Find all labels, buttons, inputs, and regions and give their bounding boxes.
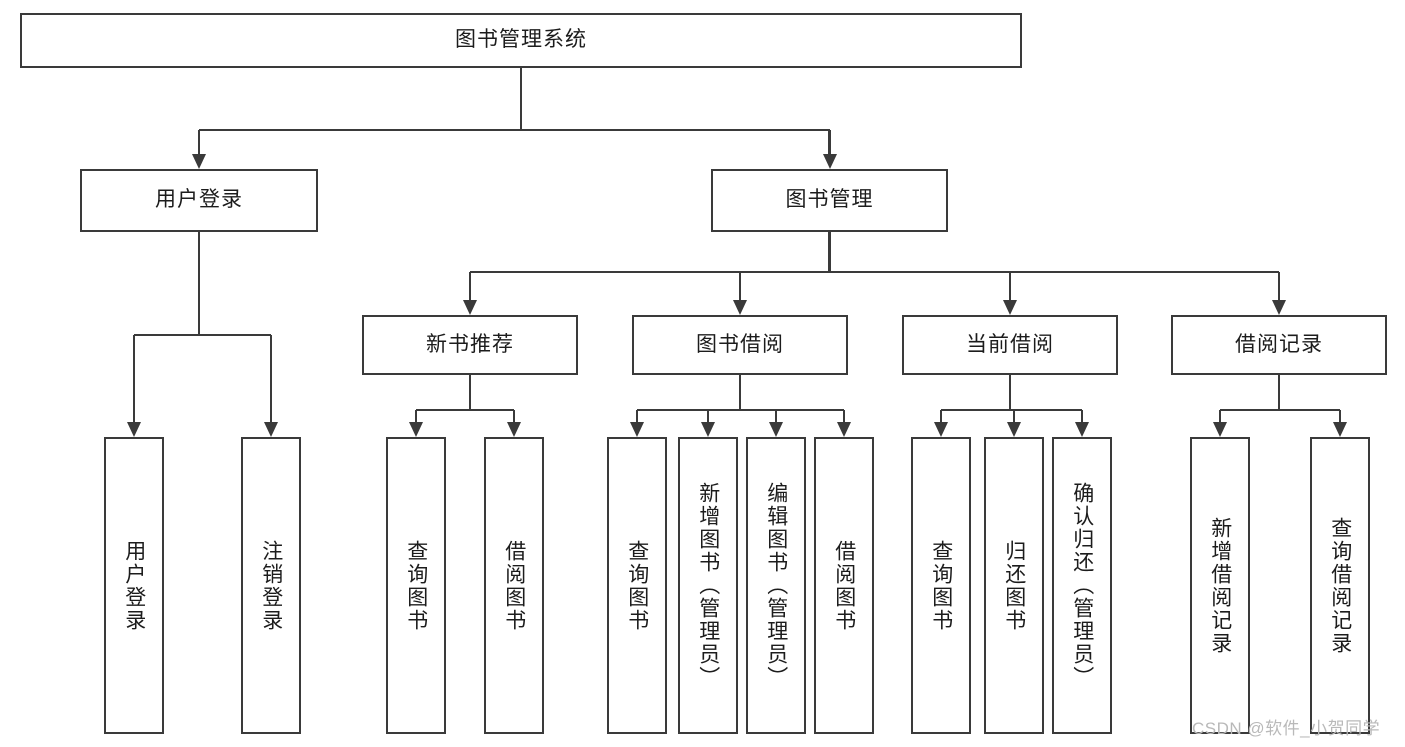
connector-drop-leaf-user-logout xyxy=(269,335,273,422)
connector-drop-new-book-rec xyxy=(468,272,472,300)
node-borrow-record[interactable]: 借阅记录 xyxy=(1171,315,1387,375)
node-leaf-borrow-query-book[interactable]: 查询图书 xyxy=(607,437,667,734)
connector-bus-new-book-rec xyxy=(416,408,514,412)
node-label-current-borrow: 当前借阅 xyxy=(966,332,1054,356)
connector-drop-leaf-borrow-query-book xyxy=(635,410,639,422)
node-label-leaf-cur-query-book: 查询图书 xyxy=(929,539,953,632)
connector-stem-root xyxy=(519,68,523,130)
node-leaf-rec-query-record[interactable]: 查询借阅记录 xyxy=(1310,437,1370,734)
arrow-head-icon-leaf-borrow-add-book xyxy=(701,422,715,437)
arrow-head-icon-leaf-borrow-query-book xyxy=(630,422,644,437)
connector-drop-leaf-rec-add-record xyxy=(1218,410,1222,422)
arrow-head-icon-current-borrow xyxy=(1003,300,1017,315)
connector-bus-book-borrow xyxy=(637,408,844,412)
node-book-borrow[interactable]: 图书借阅 xyxy=(632,315,848,375)
node-label-new-book-rec: 新书推荐 xyxy=(426,332,514,356)
connector-bus-book-manage xyxy=(470,270,1279,274)
node-label-leaf-cur-return-book: 归还图书 xyxy=(1002,539,1026,632)
arrow-head-icon-leaf-cur-return-book xyxy=(1007,422,1021,437)
node-label-leaf-rec-query-book: 查询图书 xyxy=(404,539,428,632)
arrow-head-icon-new-book-rec xyxy=(463,300,477,315)
connector-drop-leaf-rec-query-record xyxy=(1338,410,1342,422)
node-root[interactable]: 图书管理系统 xyxy=(20,13,1022,68)
node-label-leaf-borrow-add-book: 新增图书（管理员） xyxy=(696,482,720,689)
connector-drop-book-manage xyxy=(828,130,831,154)
connector-drop-leaf-cur-confirm-return xyxy=(1080,410,1084,422)
node-leaf-user-logout[interactable]: 注销登录 xyxy=(241,437,301,734)
connector-drop-leaf-borrow-borrow-book xyxy=(842,410,846,422)
arrow-head-icon-leaf-cur-confirm-return xyxy=(1075,422,1089,437)
arrow-head-icon-leaf-borrow-borrow-book xyxy=(837,422,851,437)
node-label-leaf-rec-borrow-book: 借阅图书 xyxy=(502,539,526,632)
connector-drop-current-borrow xyxy=(1008,272,1012,300)
arrow-head-icon-leaf-rec-borrow-book xyxy=(507,422,521,437)
connector-drop-book-borrow xyxy=(738,272,742,300)
node-label-leaf-user-login: 用户登录 xyxy=(122,539,146,632)
node-label-leaf-user-logout: 注销登录 xyxy=(259,539,283,632)
arrow-head-icon-leaf-user-login xyxy=(127,422,141,437)
node-label-leaf-rec-add-record: 新增借阅记录 xyxy=(1208,516,1232,655)
connector-stem-borrow-record xyxy=(1277,375,1281,410)
node-label-leaf-cur-confirm-return: 确认归还（管理员） xyxy=(1070,482,1094,689)
arrow-head-icon-book-manage xyxy=(822,154,837,169)
node-label-user-login: 用户登录 xyxy=(155,188,243,212)
node-leaf-rec-borrow-book[interactable]: 借阅图书 xyxy=(484,437,544,734)
connector-stem-user-login xyxy=(197,232,201,335)
arrow-head-icon-leaf-user-logout xyxy=(264,422,278,437)
arrow-head-icon-leaf-rec-query-book xyxy=(409,422,423,437)
arrow-head-icon-book-borrow xyxy=(733,300,747,315)
node-current-borrow[interactable]: 当前借阅 xyxy=(902,315,1118,375)
node-label-leaf-borrow-borrow-book: 借阅图书 xyxy=(832,539,856,632)
connector-bus-current-borrow xyxy=(941,408,1082,412)
connector-drop-leaf-rec-borrow-book xyxy=(512,410,516,422)
connector-drop-user-login xyxy=(197,130,201,154)
arrow-head-icon-leaf-rec-add-record xyxy=(1213,422,1227,437)
arrow-head-icon-leaf-cur-query-book xyxy=(934,422,948,437)
connector-drop-leaf-borrow-add-book xyxy=(706,410,710,422)
connector-bus-user-login xyxy=(134,333,271,337)
node-leaf-cur-confirm-return[interactable]: 确认归还（管理员） xyxy=(1052,437,1112,734)
node-leaf-user-login[interactable]: 用户登录 xyxy=(104,437,164,734)
connector-drop-borrow-record xyxy=(1277,272,1281,300)
node-label-borrow-record: 借阅记录 xyxy=(1235,332,1323,356)
node-leaf-cur-query-book[interactable]: 查询图书 xyxy=(911,437,971,734)
connector-drop-leaf-cur-query-book xyxy=(939,410,943,422)
connector-drop-leaf-borrow-edit-book xyxy=(774,410,778,422)
node-leaf-rec-query-book[interactable]: 查询图书 xyxy=(386,437,446,734)
node-label-leaf-borrow-edit-book: 编辑图书（管理员） xyxy=(764,482,788,689)
node-leaf-cur-return-book[interactable]: 归还图书 xyxy=(984,437,1044,734)
node-leaf-borrow-add-book[interactable]: 新增图书（管理员） xyxy=(678,437,738,734)
node-label-leaf-rec-query-record: 查询借阅记录 xyxy=(1328,516,1352,655)
node-label-book-borrow: 图书借阅 xyxy=(696,332,784,356)
connector-drop-leaf-user-login xyxy=(132,335,136,422)
connector-bus-borrow-record xyxy=(1220,408,1340,412)
node-label-root: 图书管理系统 xyxy=(455,28,587,52)
node-label-leaf-borrow-query-book: 查询图书 xyxy=(625,539,649,632)
connector-stem-book-borrow xyxy=(738,375,742,410)
connector-stem-new-book-rec xyxy=(468,375,472,410)
connector-stem-book-manage xyxy=(828,232,831,272)
node-book-manage[interactable]: 图书管理 xyxy=(711,169,948,232)
connector-bus-root xyxy=(199,128,830,132)
node-label-book-manage: 图书管理 xyxy=(785,188,874,212)
connector-drop-leaf-cur-return-book xyxy=(1012,410,1016,422)
node-leaf-borrow-edit-book[interactable]: 编辑图书（管理员） xyxy=(746,437,806,734)
connector-stem-current-borrow xyxy=(1008,375,1012,410)
node-leaf-borrow-borrow-book[interactable]: 借阅图书 xyxy=(814,437,874,734)
arrow-head-icon-leaf-borrow-edit-book xyxy=(769,422,783,437)
connector-drop-leaf-rec-query-book xyxy=(414,410,418,422)
node-new-book-rec[interactable]: 新书推荐 xyxy=(362,315,578,375)
node-user-login[interactable]: 用户登录 xyxy=(80,169,318,232)
node-leaf-rec-add-record[interactable]: 新增借阅记录 xyxy=(1190,437,1250,734)
arrow-head-icon-user-login xyxy=(192,154,206,169)
arrow-head-icon-borrow-record xyxy=(1272,300,1286,315)
arrow-head-icon-leaf-rec-query-record xyxy=(1333,422,1347,437)
